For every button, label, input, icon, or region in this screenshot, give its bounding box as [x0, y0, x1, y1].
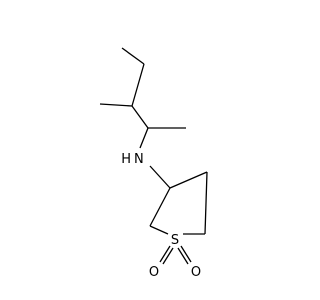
sulfur-label: S — [171, 233, 179, 248]
bond-c5-c8 — [149, 187, 171, 227]
bond-s-o-right-b — [177, 247, 189, 265]
bond-c5-c6 — [169, 171, 208, 189]
bond-c8-s — [149, 225, 169, 235]
bond-c2-c3 — [131, 63, 145, 107]
bond-s-o-right-a — [180, 245, 192, 263]
bond-c4-n — [139, 127, 149, 149]
oxygen-right-label: O — [191, 265, 201, 280]
bond-c3-methyl — [99, 103, 133, 107]
bond-c6-c7 — [204, 171, 208, 235]
bond-n-c5 — [149, 165, 171, 189]
bond-s-o-left-a — [159, 245, 171, 263]
structure-canvas: H N S O O — [99, 47, 208, 280]
bond-c3-c4 — [131, 105, 149, 129]
bond-s-o-left-b — [162, 247, 174, 265]
nitrogen-hydrogen-label: H — [121, 152, 131, 167]
bonds — [99, 47, 208, 265]
nitrogen-label: N — [134, 152, 144, 167]
bond-c1-c2 — [121, 47, 145, 65]
oxygen-left-label: O — [149, 265, 159, 280]
molecule-diagram: H N S O O — [99, 47, 208, 280]
